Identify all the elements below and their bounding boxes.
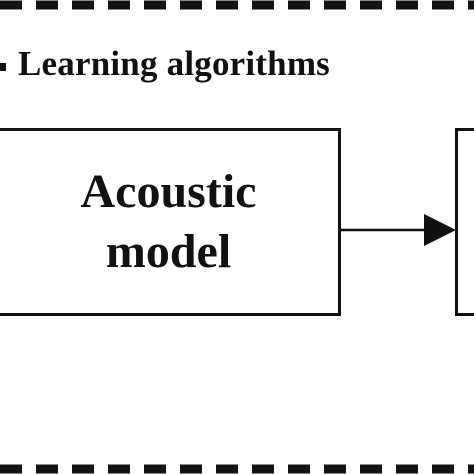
- next-stage-box: [455, 128, 474, 316]
- acoustic-model-label-line1: Acoustic: [80, 165, 257, 218]
- acoustic-model-box: Acoustic model: [0, 128, 341, 316]
- top-dashed-border: [0, 0, 474, 10]
- bottom-dashed-border: [0, 464, 474, 474]
- section-title: Learning algorithms: [18, 44, 330, 83]
- acoustic-model-label-line2: model: [105, 225, 232, 278]
- section-left-dash: [0, 63, 6, 71]
- acoustic-model-label: Acoustic model: [0, 131, 338, 313]
- arrow-right-icon: [340, 214, 456, 246]
